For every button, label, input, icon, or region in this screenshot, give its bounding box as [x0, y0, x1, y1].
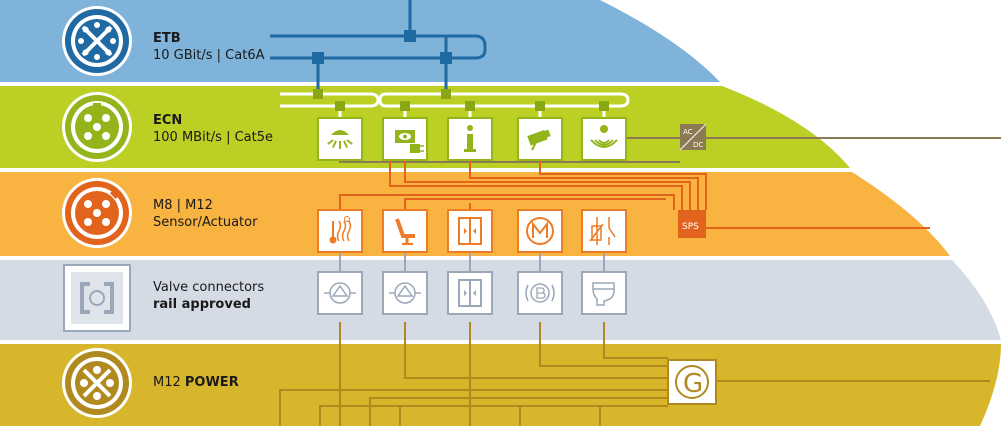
- pump-icon: [389, 282, 421, 304]
- valve-title: Valve connectors: [153, 280, 264, 295]
- sensor-device-5: [581, 209, 627, 253]
- ecn-device-4: [517, 117, 563, 161]
- sensor-device-4: [517, 209, 563, 253]
- valve-band: [0, 260, 1001, 340]
- converter-top-label: AC: [683, 128, 693, 136]
- valve-subtitle: rail approved: [153, 297, 251, 312]
- layer-labels: ETB 10 GBit/s | Cat6A ECN 100 MBit/s | C…: [153, 31, 273, 390]
- valve-lines: [339, 252, 605, 272]
- etb-switch-node: [312, 52, 324, 64]
- sensor-device-1: [317, 209, 363, 253]
- ecn-device-5: [581, 117, 627, 161]
- motor-icon: [526, 217, 554, 245]
- power-title-bold: POWER: [185, 375, 239, 390]
- power-title-prefix: M12: [153, 375, 185, 390]
- converter-bottom-label: DC: [693, 141, 703, 149]
- generator-label: G: [683, 369, 703, 399]
- ac-dc-converter: AC DC: [679, 123, 707, 151]
- ecn-switch-node: [441, 89, 451, 99]
- ecn-device-2: [382, 117, 428, 161]
- connector-icons: [62, 6, 132, 418]
- ecn-subtitle: 100 MBit/s | Cat5e: [153, 130, 273, 145]
- valve-device-1: [317, 271, 363, 315]
- etb-subtitle: 10 GBit/s | Cat6A: [153, 48, 265, 63]
- generator: G: [667, 359, 717, 405]
- sensor-device-2: [382, 209, 428, 253]
- ecn-switch-nodes: [313, 89, 609, 111]
- seat-icon: [395, 218, 415, 245]
- ethernet-4pin-connector-icon: [62, 92, 132, 162]
- valve-devices: [317, 271, 627, 315]
- toilet-icon: [592, 282, 615, 306]
- switch-relay-icon: [589, 217, 616, 245]
- ecn-device-1: [317, 117, 363, 161]
- ecn-switch-node: [465, 101, 475, 111]
- power-title: M12 POWER: [153, 375, 239, 390]
- door-icon: [458, 279, 482, 307]
- ecn-title: ECN: [153, 113, 182, 128]
- etb-switch-node: [440, 52, 452, 64]
- wireless-signal-icon: [590, 125, 618, 148]
- door-icon: [458, 217, 482, 245]
- information-icon: [464, 125, 476, 152]
- ecn-devices: [317, 117, 627, 161]
- plc-controller: SPS: [678, 210, 706, 238]
- temperature-climate-icon: [329, 216, 352, 244]
- ecn-switch-node: [599, 101, 609, 111]
- power-plug-icon: [410, 144, 424, 153]
- etb-switch-node: [404, 30, 416, 42]
- valve-device-3: [447, 271, 493, 315]
- m12-sensor-connector-icon: [62, 178, 132, 248]
- ethernet-8pin-connector-icon: [62, 6, 132, 76]
- ecn-switch-node: [400, 101, 410, 111]
- sensor-subtitle: Sensor/Actuator: [153, 215, 258, 230]
- etb-title: ETB: [153, 31, 181, 46]
- ecn-switch-node: [535, 101, 545, 111]
- power-distribution-lines: [279, 322, 990, 426]
- ecn-switch-node: [335, 101, 345, 111]
- etb-switch-nodes: [312, 30, 452, 64]
- valve-connector-icon: [63, 264, 131, 332]
- sensor-bus-lines: [339, 150, 930, 229]
- sensor-device-3: [447, 209, 493, 253]
- valve-device-2: [382, 271, 428, 315]
- camera-icon: [527, 129, 551, 151]
- ecn-device-3: [447, 117, 493, 161]
- plc-label: SPS: [682, 222, 699, 232]
- passenger-display-icon: [395, 130, 415, 143]
- etb-band: [0, 0, 720, 82]
- power-band: [0, 344, 1001, 426]
- valve-device-4: [517, 271, 563, 315]
- pump-icon: [324, 282, 356, 304]
- valve-device-5: [581, 271, 627, 315]
- m12-power-connector-icon: [62, 348, 132, 418]
- lighting-icon: [327, 130, 353, 149]
- brake-icon: [525, 283, 555, 303]
- ecn-switch-node: [313, 89, 323, 99]
- sensor-devices: [317, 209, 627, 253]
- sensor-title: M8 | M12: [153, 198, 213, 213]
